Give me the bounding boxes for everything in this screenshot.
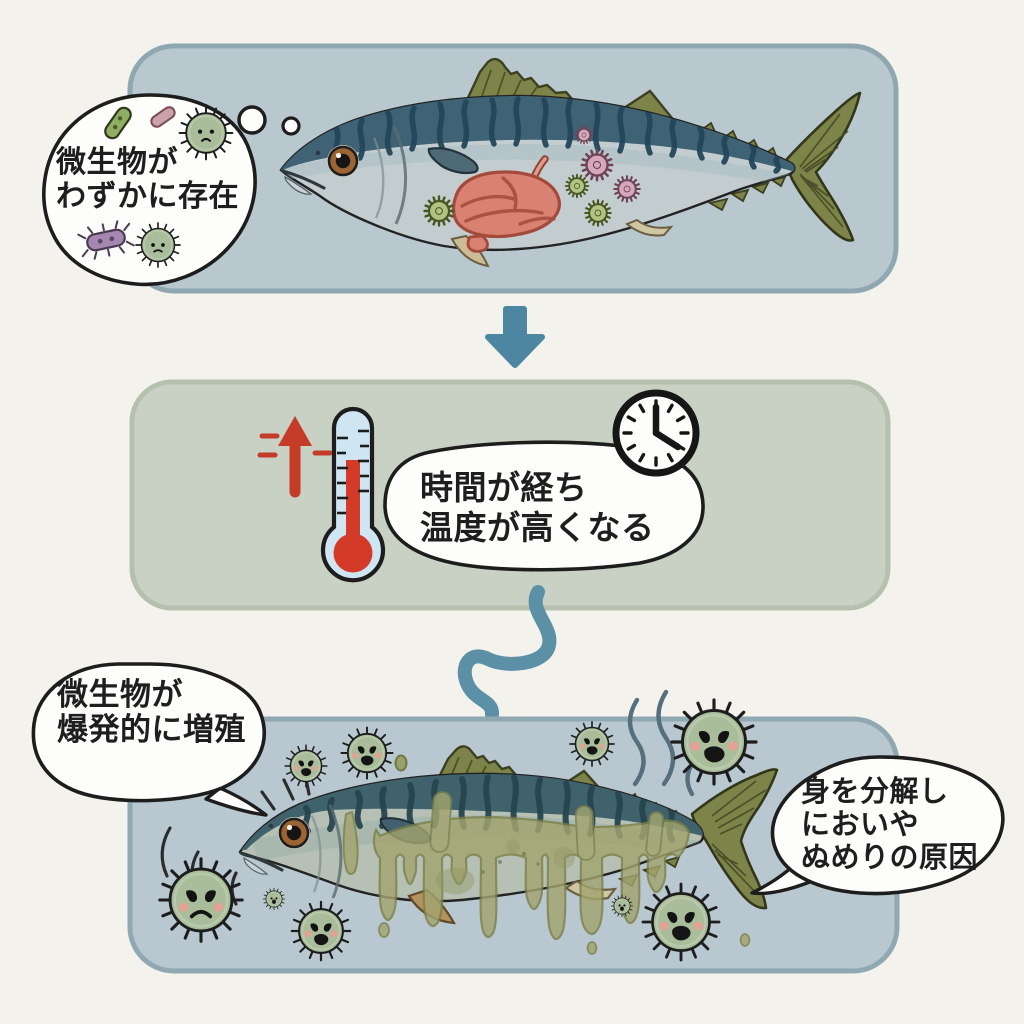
decompose-bubble-line: ぬめりの原因 — [801, 842, 979, 874]
decompose-bubble-line: 身を分解し — [801, 776, 949, 808]
thought-bubble-trail-circle — [281, 116, 301, 136]
thought-bubble-trail-circle — [237, 105, 267, 135]
spoiled-fish-tail-fin — [690, 768, 779, 910]
fish-gut-illustration — [451, 155, 561, 253]
decompose-bubble-text: 身を分解し においや ぬめりの原因 — [801, 776, 978, 875]
down-arrow-icon — [485, 306, 545, 368]
microbe-icon — [340, 726, 394, 780]
spoiled-fish-illustration — [238, 745, 779, 955]
growth-bubble-line: 微生物が — [57, 677, 183, 712]
time-speech-bubble — [383, 440, 705, 572]
fresh-bubble-text: 微生物が わずかに存在 — [56, 146, 239, 214]
clock-hour-hand — [652, 429, 682, 451]
thermometer-icon — [320, 406, 386, 583]
microbe-icon — [610, 894, 634, 918]
microbe-icon — [290, 900, 352, 962]
clock-icon — [612, 389, 700, 477]
microbe-icon — [262, 887, 286, 911]
spore-dot — [394, 754, 408, 772]
microbe-icon — [284, 744, 328, 788]
squiggle-arrow-icon — [457, 585, 557, 721]
fresh-fish-pectoral-fin — [427, 147, 479, 175]
fresh-fish-dorsal-fin — [464, 57, 575, 104]
thermometer-mercury-column — [346, 460, 360, 555]
bubble-microbe-doodles — [77, 105, 234, 268]
microbes-swarm — [158, 698, 758, 962]
decompose-speech-bubble — [750, 755, 1005, 896]
fresh-bubble-line: 微生物が — [56, 146, 178, 179]
time-bubble-text: 時間が経ち 温度が高くなる — [420, 468, 655, 548]
time-bubble-line: 時間が経ち — [420, 469, 588, 506]
microbe-icon — [158, 857, 244, 943]
slime-drips — [342, 791, 751, 955]
microbe-icon — [641, 882, 721, 962]
fresh-fish-illustration — [279, 57, 862, 268]
growth-speech-bubble — [31, 662, 268, 817]
fresh-fish-tail-fin — [785, 91, 862, 242]
rising-temperature-arrow-icon — [257, 416, 333, 498]
decompose-bubble-line: においや — [801, 809, 920, 841]
growth-bubble-line: 爆発的に増殖 — [57, 712, 246, 747]
thermometer-bulb — [333, 533, 373, 573]
microbe-icon — [569, 721, 615, 767]
fresh-thought-bubble — [42, 93, 301, 287]
time-bubble-line: 温度が高くなる — [420, 509, 655, 546]
fresh-bubble-line: わずかに存在 — [56, 180, 239, 213]
growth-bubble-text: 微生物が 爆発的に増殖 — [57, 677, 246, 747]
microbe-icon — [670, 698, 758, 786]
